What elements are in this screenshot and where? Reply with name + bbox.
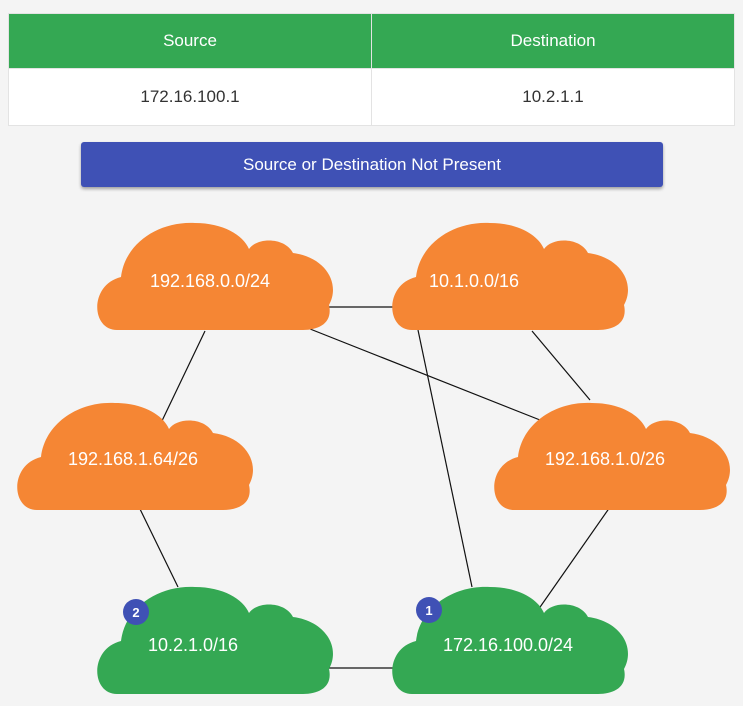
network-diagram: 192.168.0.0/24 10.1.0.0/16 192.168.1.64/… [17,222,730,694]
link-n2-n6 [417,329,473,588]
network-node-label: 192.168.1.0/26 [545,449,665,469]
destination-value: 10.2.1.1 [371,68,735,126]
link-n3-n5 [138,506,179,588]
network-node-10-2-1-0[interactable]: 10.2.1.0/16 [97,586,333,694]
table-row: 172.16.100.1 10.2.1.1 [8,68,735,126]
network-node-label: 172.16.100.0/24 [443,635,573,655]
network-node-label: 10.2.1.0/16 [148,635,238,655]
network-node-label: 10.1.0.0/16 [429,271,519,291]
svg-text:2: 2 [132,605,139,620]
link-n1-n4 [299,324,541,421]
hop-badge-2: 2 [123,599,149,625]
status-message: Source or Destination Not Present [81,142,663,187]
source-value: 172.16.100.1 [8,68,372,126]
table-header-row: Source Destination [8,13,735,69]
network-node-label: 192.168.0.0/24 [150,271,270,291]
svg-text:1: 1 [425,603,432,618]
network-node-10-1-0-0[interactable]: 10.1.0.0/16 [392,222,628,330]
link-n4-n6 [537,506,611,611]
link-n2-n4 [531,330,591,401]
network-node-label: 192.168.1.64/26 [68,449,198,469]
network-node-192-168-1-64[interactable]: 192.168.1.64/26 [17,402,253,510]
network-node-172-16-100-0[interactable]: 172.16.100.0/24 [392,586,628,694]
link-n1-n3 [159,330,206,426]
hop-badge-1: 1 [416,597,442,623]
destination-header: Destination [371,13,735,69]
source-header: Source [8,13,372,69]
network-node-192-168-0-0[interactable]: 192.168.0.0/24 [97,222,333,330]
network-links [138,306,611,669]
source-destination-table: Source Destination 172.16.100.1 10.2.1.1 [8,13,735,126]
network-node-192-168-1-0[interactable]: 192.168.1.0/26 [494,402,730,510]
